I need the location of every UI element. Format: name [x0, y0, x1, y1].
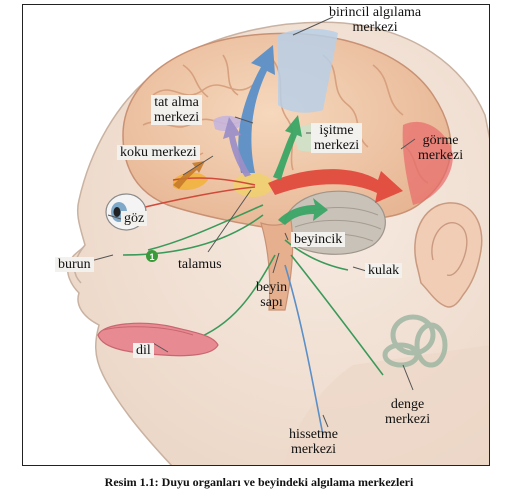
label-touch-line2: merkezi — [290, 442, 337, 457]
arrow-smell — [173, 161, 205, 189]
label-hearing-line1: işitme — [319, 123, 354, 138]
label-ear: kulak — [365, 263, 403, 278]
label-primary-sensory-center: birincil algılama merkezi — [329, 5, 421, 35]
label-balance-line2: merkezi — [385, 412, 431, 427]
label-brain-stem-line2: sapı — [260, 295, 283, 310]
label-primary-sensory-line1: birincil algılama — [329, 5, 422, 20]
visual-area — [402, 121, 453, 205]
marker-number: 1 — [149, 252, 154, 262]
label-vision-line1: görme — [422, 133, 459, 148]
label-hearing-line2: merkezi — [314, 138, 360, 153]
label-eye: göz — [121, 211, 148, 226]
illustration: 1 — [67, 16, 489, 465]
label-taste-line2: merkezi — [154, 110, 200, 125]
figure-frame: 1 birincil algılama merkezi tat alma mer… — [22, 4, 490, 466]
arrow-purple — [223, 117, 251, 177]
somatosensory-area — [278, 28, 338, 113]
label-tongue: dil — [133, 343, 154, 358]
inner-ear — [382, 314, 448, 368]
label-smell-center: koku merkezi — [117, 145, 200, 160]
label-balance-line1: denge — [390, 397, 425, 412]
label-hearing-center: işitme merkezi — [311, 123, 363, 153]
label-vision-line2: merkezi — [418, 148, 464, 163]
arrow-green-hearing — [273, 115, 302, 180]
figure-caption: Resim 1.1: Duyu organları ve beyindeki a… — [104, 475, 414, 489]
leader-lines — [86, 16, 416, 428]
label-brain-stem: beyin sapı — [256, 280, 287, 310]
arrow-green-cerebellum — [278, 198, 328, 225]
label-thalamus: talamus — [178, 257, 222, 272]
ear — [414, 202, 483, 308]
label-primary-sensory-line2: merkezi — [352, 20, 398, 35]
label-vision-center: görme merkezi — [418, 133, 463, 163]
label-brain-stem-line1: beyin — [256, 280, 288, 295]
label-nose: burun — [55, 257, 94, 272]
label-balance-center: denge merkezi — [385, 397, 430, 427]
label-taste-center: tat alma merkezi — [151, 95, 203, 125]
brain-stem — [260, 218, 294, 311]
marker-circle — [146, 250, 158, 262]
label-taste-line1: tat alma — [154, 95, 199, 110]
label-touch-center: hissetme merkezi — [289, 427, 338, 457]
label-cerebellum: beyincik — [291, 232, 346, 247]
nerve-paths — [122, 177, 384, 436]
arrow-red — [268, 169, 403, 203]
arrow-blue — [238, 45, 275, 173]
label-touch-line1: hissetme — [289, 427, 338, 442]
